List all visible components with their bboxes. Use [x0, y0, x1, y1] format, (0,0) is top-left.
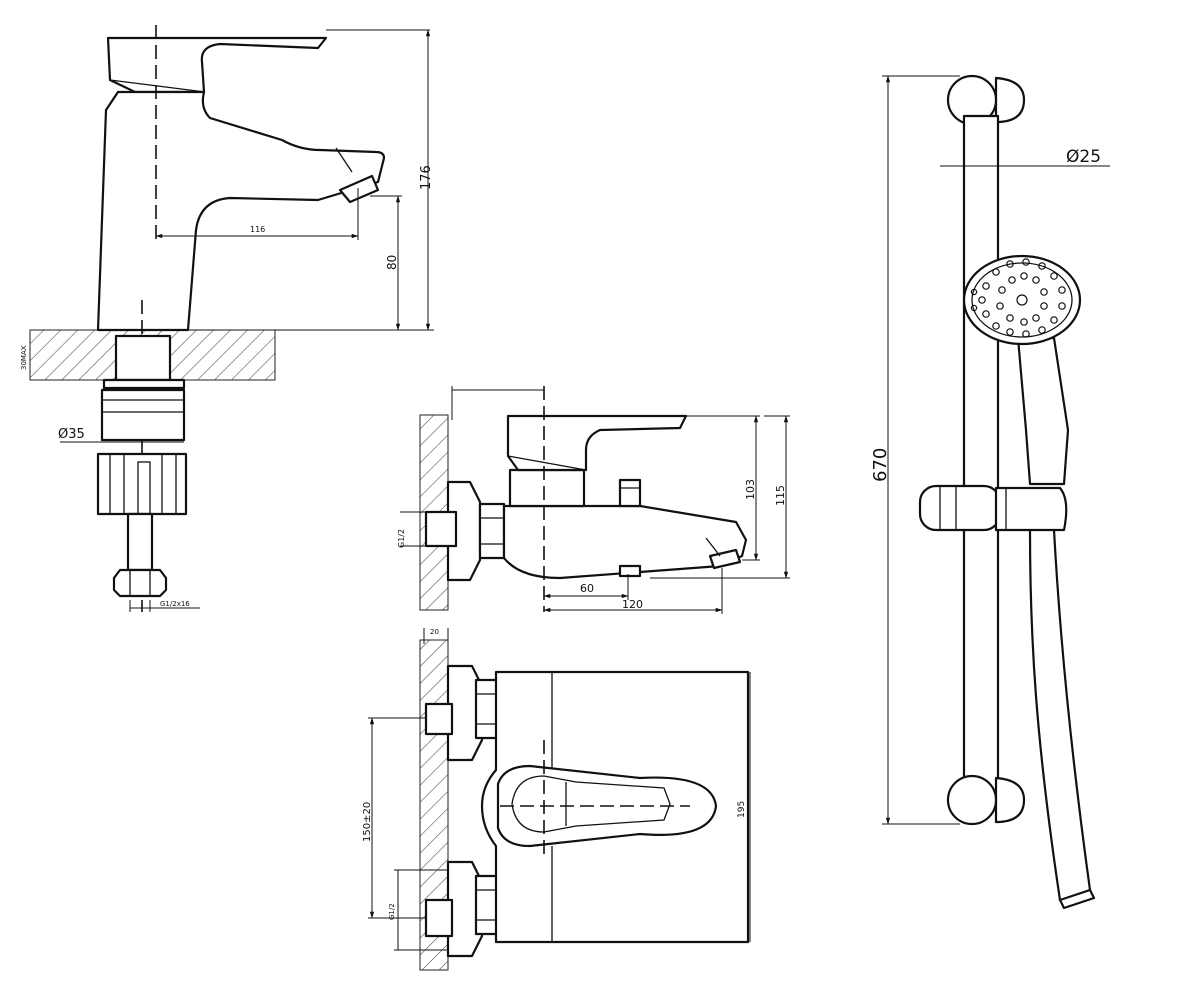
- dim-thread-side: G1/2: [397, 529, 406, 548]
- dim-rail-diameter: Ø25: [1066, 147, 1101, 167]
- dim-115: 115: [774, 485, 787, 506]
- dim-195: 195: [737, 801, 747, 818]
- mixer-body: [96, 90, 386, 332]
- rail-slider: [918, 484, 1002, 532]
- dim-thread: G1/2x16: [160, 600, 190, 608]
- bath-mixer-lever-side: [506, 414, 688, 472]
- bath-mixer-side-drawing: G1/2 103 115 60 120: [397, 386, 790, 614]
- dim-reach-116: 116: [250, 225, 265, 234]
- hand-shower-head: [962, 254, 1082, 346]
- hand-shower-handle: [1016, 336, 1070, 486]
- shower-hose: [1028, 528, 1062, 902]
- bath-mixer-body-side: [502, 504, 748, 580]
- dim-counter-thickness: 30MAX: [20, 345, 28, 370]
- dim-120: 120: [622, 598, 643, 611]
- dim-60: 60: [580, 582, 594, 595]
- dim-front-bottom: G1/2: [388, 903, 396, 920]
- basin-mixer-drawing: 176 116 80 Ø35 30MAX G1/2x16: [20, 25, 434, 612]
- dim-height-176: 176: [419, 165, 434, 190]
- shower-rail-drawing: 670 Ø25: [870, 74, 1110, 910]
- shower-nozzles: [970, 258, 1066, 338]
- dim-front-top: 20: [430, 628, 439, 636]
- dim-spacing: 150±20: [362, 802, 373, 842]
- rail-bottom-bracket: [946, 774, 998, 826]
- slide-rail: [962, 114, 1000, 808]
- dim-103: 103: [744, 479, 757, 500]
- dim-rail-length: 670: [870, 448, 891, 482]
- dim-diameter-35: Ø35: [58, 427, 85, 442]
- bath-mixer-front-drawing: 20 G1/2 150±20 195: [362, 628, 751, 971]
- dim-spout-80: 80: [385, 255, 399, 270]
